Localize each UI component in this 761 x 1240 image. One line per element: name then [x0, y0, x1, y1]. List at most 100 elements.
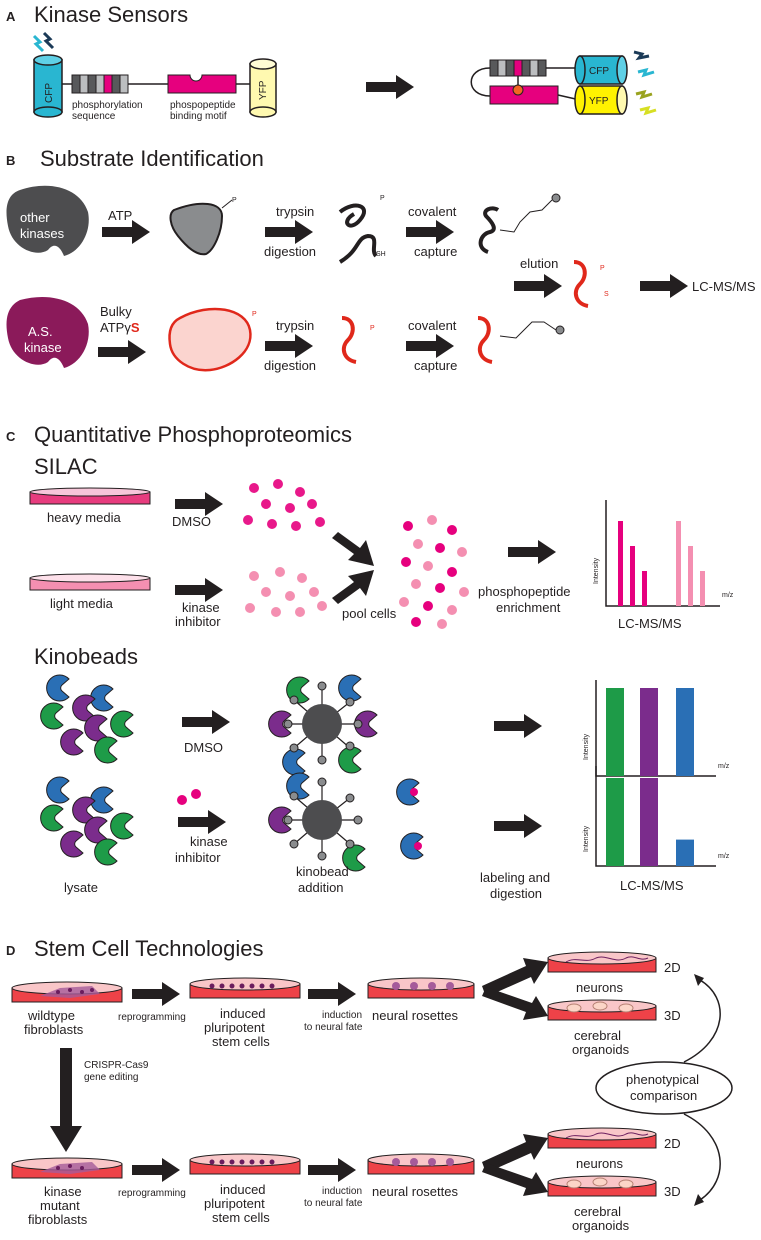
light-media-dish: [29, 573, 151, 591]
lysate-label: lysate: [64, 880, 98, 895]
bead-icon: [555, 325, 565, 335]
arrow-right-icon: [132, 982, 180, 1006]
heavy-media-dish: [29, 487, 151, 505]
inhibitor-dot: [191, 789, 201, 799]
panel-b-title: Substrate Identification: [40, 146, 264, 171]
heavy-media-label: heavy media: [47, 510, 121, 525]
organoids-label-2: organoids: [572, 1218, 630, 1233]
crispr-label: CRISPR-Cas9: [84, 1060, 149, 1071]
kinase-label-1: kinase: [182, 600, 220, 615]
silac-spectrum-chart: [605, 500, 720, 607]
organoids-label-1: organoids: [572, 1042, 630, 1057]
arrow-right-icon: [178, 810, 226, 834]
lightning-icon: [32, 31, 55, 53]
gene-editing-label: gene editing: [84, 1072, 139, 1083]
silac-light-bar: [700, 571, 705, 606]
panel-b: B Substrate Identification other kinases…: [6, 146, 756, 373]
phenotypical-label: phenotypical: [626, 1072, 699, 1087]
3d-label-2: 3D: [664, 1184, 681, 1199]
silac-heavy-bar: [630, 546, 635, 606]
binding-label-2: binding motif: [170, 111, 227, 122]
other-kinases-label-1: other: [20, 210, 50, 225]
mutant-label: mutant: [40, 1198, 80, 1213]
arrow-right-icon: [494, 814, 542, 838]
phos-seq-label-1: phosphorylation: [72, 100, 143, 111]
arrow-right-icon: [508, 540, 556, 564]
panel-a: A Kinase Sensors CFP phosphorylation seq…: [6, 2, 657, 122]
peptide-black-2: [338, 233, 378, 264]
kinase-label-d: kinase: [44, 1184, 82, 1199]
addition-label: addition: [298, 880, 344, 895]
reprogramming-label-1: reprogramming: [118, 1012, 186, 1023]
kinobeads-inhibitor-bar: [640, 778, 658, 866]
panel-d-letter: D: [6, 943, 15, 958]
arrow-right-icon: [265, 334, 313, 358]
arrow-right-icon: [494, 714, 542, 738]
gray-substrate: [169, 202, 224, 256]
phospho-p-3: P: [252, 311, 257, 318]
lcmsms-label-b: LC-MS/MS: [692, 279, 756, 294]
3d-label-1: 3D: [664, 1008, 681, 1023]
arrow-down-icon: [50, 1048, 82, 1152]
2d-label-1: 2D: [664, 960, 681, 975]
arrow-down-right-icon: [482, 1163, 548, 1196]
panel-b-letter: B: [6, 153, 15, 168]
heavy-cells: [243, 479, 325, 531]
reprogramming-label-2: reprogramming: [118, 1188, 186, 1199]
panel-c-letter: C: [6, 429, 16, 444]
panel-a-letter: A: [6, 9, 16, 24]
panel-c-title: Quantitative Phosphoproteomics: [34, 422, 352, 447]
as-kinase-label-1: A.S.: [28, 324, 53, 339]
arrow-right-icon: [182, 710, 230, 734]
arrow-right-icon: [132, 1158, 180, 1182]
arrow-down-right-icon: [482, 987, 548, 1020]
pluripotent-label-1: pluripotent: [204, 1020, 265, 1035]
digestion-label-2: digestion: [264, 358, 316, 373]
atpgamma-label: ATPγS: [100, 320, 140, 335]
digestion-label-1: digestion: [264, 244, 316, 259]
covalent-label-2: covalent: [408, 318, 457, 333]
kinobeads-dmso-bar: [606, 688, 624, 776]
phospho-p-1: P: [232, 197, 237, 204]
peptide-red-2: [477, 316, 493, 364]
phospho-p-elution: P: [600, 265, 605, 272]
panel-d-title: Stem Cell Technologies: [34, 936, 264, 961]
ipsc-dish-1: [189, 977, 301, 999]
bead-icon: [551, 193, 561, 203]
phosphopeptide-label: phosphopeptide: [478, 584, 571, 599]
comparison-label: comparison: [630, 1088, 697, 1103]
neurons-dish-2: [547, 1127, 657, 1149]
atp-label: ATP: [108, 208, 132, 223]
arrow-right-icon: [514, 274, 562, 298]
induction-label-2: induction: [322, 1186, 362, 1197]
arrow-right-icon: [406, 220, 454, 244]
kinobeads-title: Kinobeads: [34, 644, 138, 669]
panel-d: D Stem Cell Technologies wildtype fibrob…: [6, 936, 733, 1233]
binding-motif: [167, 74, 237, 94]
silac-light-bar: [688, 546, 693, 606]
lcmsms-label-c1: LC-MS/MS: [618, 616, 682, 631]
binding-label-1: phospopeptide: [170, 100, 236, 111]
kinobeads-inhibitor-bar: [606, 778, 624, 866]
arrow-up-right-icon: [482, 958, 548, 997]
neurons-label-2: neurons: [576, 1156, 623, 1171]
neural-fate-label-2: to neural fate: [304, 1198, 363, 1209]
curved-arrow-down: [683, 1113, 721, 1201]
cfp-label-folded: CFP: [589, 66, 609, 77]
trypsin-label-2: trypsin: [276, 318, 314, 333]
chart-axis: [605, 500, 720, 607]
mz-label-2: m/z: [718, 763, 730, 770]
neural-rosettes-label-2: neural rosettes: [372, 1184, 458, 1199]
silac-heavy-bar: [642, 571, 647, 606]
yfp-cylinder-icon: [249, 58, 277, 118]
organoids-dish-1: [547, 999, 657, 1021]
wildtype-label: wildtype: [27, 1008, 75, 1023]
yfp-label-folded: YFP: [589, 96, 609, 107]
arrow-diagonal-down-icon: [332, 532, 374, 566]
elution-label: elution: [520, 256, 558, 271]
arrow-diagonal-up-icon: [332, 570, 374, 604]
pink-substrate: [168, 307, 252, 372]
lcmsms-label-c2: LC-MS/MS: [620, 878, 684, 893]
neural-rosettes-label-1: neural rosettes: [372, 1008, 458, 1023]
